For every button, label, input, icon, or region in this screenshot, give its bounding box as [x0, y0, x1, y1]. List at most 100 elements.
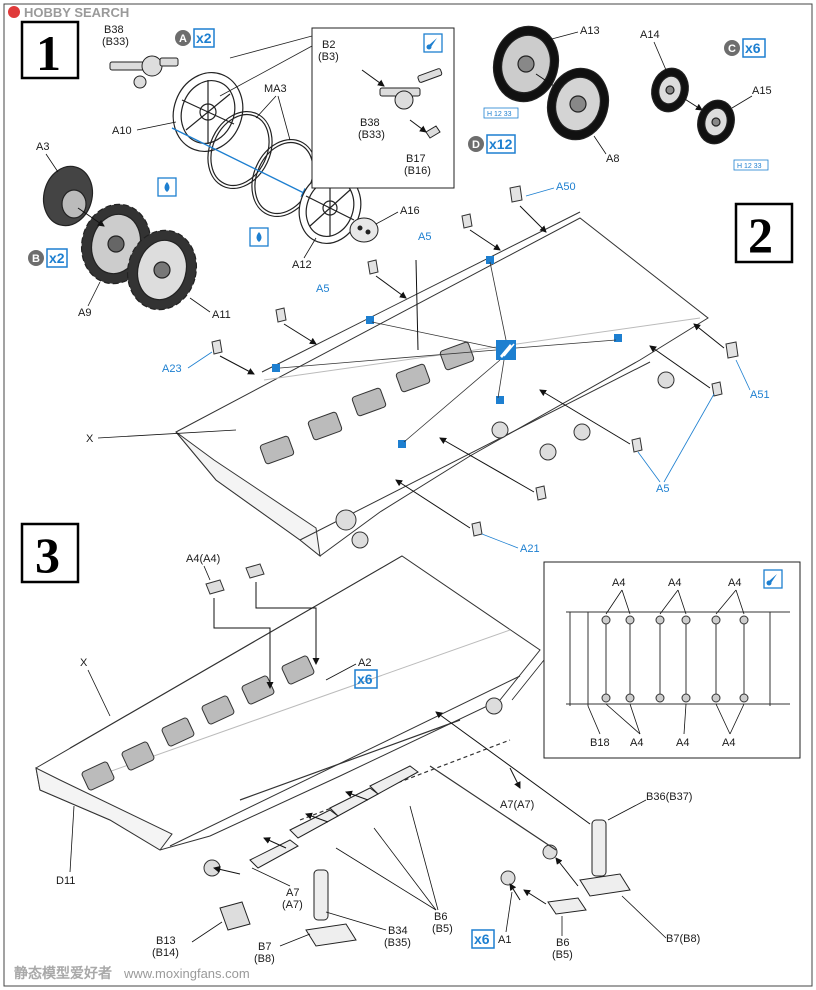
label-a7a7-right: A7(A7): [500, 799, 534, 811]
badge-c-count-box: [742, 38, 766, 58]
badge-c-count: x6: [745, 40, 761, 56]
hobby-search-watermark: HOBBY SEARCH: [8, 5, 129, 20]
part-a11-sprocket: [126, 229, 198, 311]
sprue-d-icon: [468, 136, 484, 152]
inset-torsion-frame: [543, 561, 801, 759]
sprue-b-icon: [28, 250, 44, 266]
label-x-step2: X: [86, 433, 94, 445]
step-1-box: [20, 20, 80, 80]
badge-a-letter: A: [179, 33, 187, 45]
badge-d-count: x12: [489, 136, 513, 152]
step-3-number: 3: [35, 527, 60, 583]
inset-idler-axle-frame: [311, 27, 455, 189]
badge-b-count-box: [46, 248, 68, 268]
label-inset-b17-alt: (B16): [404, 165, 431, 177]
label-inset-b2: B2: [322, 39, 335, 51]
label-a10: A10: [112, 125, 132, 137]
label-inset-a4-5: A4: [676, 737, 689, 749]
label-a13: A13: [580, 25, 600, 37]
label-a4-top: A4(A4): [186, 553, 220, 565]
part-a8-road-wheel: [546, 67, 610, 141]
hull-lower-step2: [175, 211, 709, 558]
label-a14: A14: [640, 29, 660, 41]
label-a5-3: A5: [656, 483, 669, 495]
badge-d-letter: D: [472, 139, 480, 151]
watermark-logo-text: HOBBY SEARCH: [24, 5, 129, 20]
small-attach-parts: [211, 185, 739, 537]
label-a5-2: A5: [316, 283, 329, 295]
inset-torsion-bar-detail: A4 A4 A4 B18 A4 A4 A4: [511, 561, 801, 759]
page-border: [3, 3, 813, 987]
badge-d-count-box: [486, 134, 516, 154]
label-a7-left: A7: [286, 887, 299, 899]
label-inset-a4-6: A4: [722, 737, 735, 749]
label-a12: A12: [292, 259, 312, 271]
label-inset-a4-4: A4: [630, 737, 643, 749]
watermark-url-text: www.moxingfans.com: [123, 966, 250, 981]
step-2-box: [734, 202, 794, 264]
part-a3-drive-hub: [42, 165, 94, 227]
paint-code-h12-33-2: H 12 33: [733, 159, 769, 171]
badge-c-x6: C x6: [724, 38, 766, 58]
label-inset-b38-alt: (B33): [358, 129, 385, 141]
inset-idler-axle: B2 (B3) B38 (B33) B17 (B16): [219, 27, 455, 189]
part-a4: [205, 563, 265, 595]
label-inset-a4-1: A4: [612, 577, 625, 589]
paint-code-h12-33-1: H 12 33: [483, 107, 519, 119]
hull-lower-step3: [35, 555, 541, 851]
hobby-search-logo-icon: [8, 6, 20, 18]
cement-icon-inset: [423, 33, 443, 53]
label-a11: A11: [212, 309, 231, 321]
label-b13-alt: (B14): [152, 947, 179, 959]
label-b34: B34: [388, 925, 408, 937]
label-b7-alt: (B8): [254, 953, 275, 965]
sprue-a-icon: [175, 30, 191, 46]
part-a13-road-wheel: [492, 25, 560, 103]
label-inset-b2-alt: (B3): [318, 51, 339, 63]
label-b6: B6: [434, 911, 447, 923]
label-b7: B7: [258, 941, 271, 953]
label-b38: B38: [104, 24, 124, 36]
watermark-cn-text: 静态模型爱好者: [14, 965, 112, 982]
label-a9: A9: [78, 307, 91, 319]
step-2-number: 2: [748, 207, 773, 263]
label-b36: B36(B37): [646, 791, 692, 803]
step-3: 3 A4(A4): [20, 522, 801, 965]
label-b13: B13: [156, 935, 176, 947]
moxingfans-watermark: 静态模型爱好者 www.moxingfans.com: [14, 965, 250, 982]
label-inset-a4-2: A4: [668, 577, 681, 589]
label-a3: A3: [36, 141, 49, 153]
badge-b-letter: B: [32, 253, 40, 265]
label-b34-alt: (B35): [384, 937, 411, 949]
label-a5-1: A5: [418, 231, 431, 243]
cement-icon-2: [249, 227, 269, 247]
label-a7-left-alt: (A7): [282, 899, 303, 911]
badge-a1-count-box: [471, 929, 495, 949]
part-a10-idler-wheel: [172, 72, 244, 152]
label-inset-b38: B38: [360, 117, 380, 129]
paint-code-2-text: H 12 33: [737, 163, 762, 170]
part-a14-return-roller: [651, 67, 689, 113]
label-b6-alt: (B5): [432, 923, 453, 935]
step-1-number: 1: [36, 25, 61, 81]
badge-d-x12: D x12: [468, 134, 516, 154]
label-x-step3: X: [80, 657, 88, 669]
label-b38-alt: (B33): [102, 36, 129, 48]
label-inset-b18: B18: [590, 737, 610, 749]
badge-a1-x6: x6: [471, 929, 495, 949]
step-1: 1 A x2 B38 (B33) A10: [20, 20, 772, 321]
part-a15-return-roller: [697, 99, 735, 145]
paint-code-1-text: H 12 33: [487, 111, 512, 118]
badge-c-letter: C: [728, 43, 736, 55]
label-a1: A1: [498, 934, 511, 946]
label-a51: A51: [750, 389, 770, 401]
step-2: 2: [86, 181, 794, 558]
hull-suspension-mounts: [259, 341, 675, 549]
label-inset-a4-3: A4: [728, 577, 741, 589]
badge-a-count: x2: [196, 30, 212, 46]
hull3-suspension-mounts: [81, 655, 558, 886]
label-ma3: MA3: [264, 83, 287, 95]
label-a2: A2: [358, 657, 371, 669]
label-a8: A8: [606, 153, 619, 165]
